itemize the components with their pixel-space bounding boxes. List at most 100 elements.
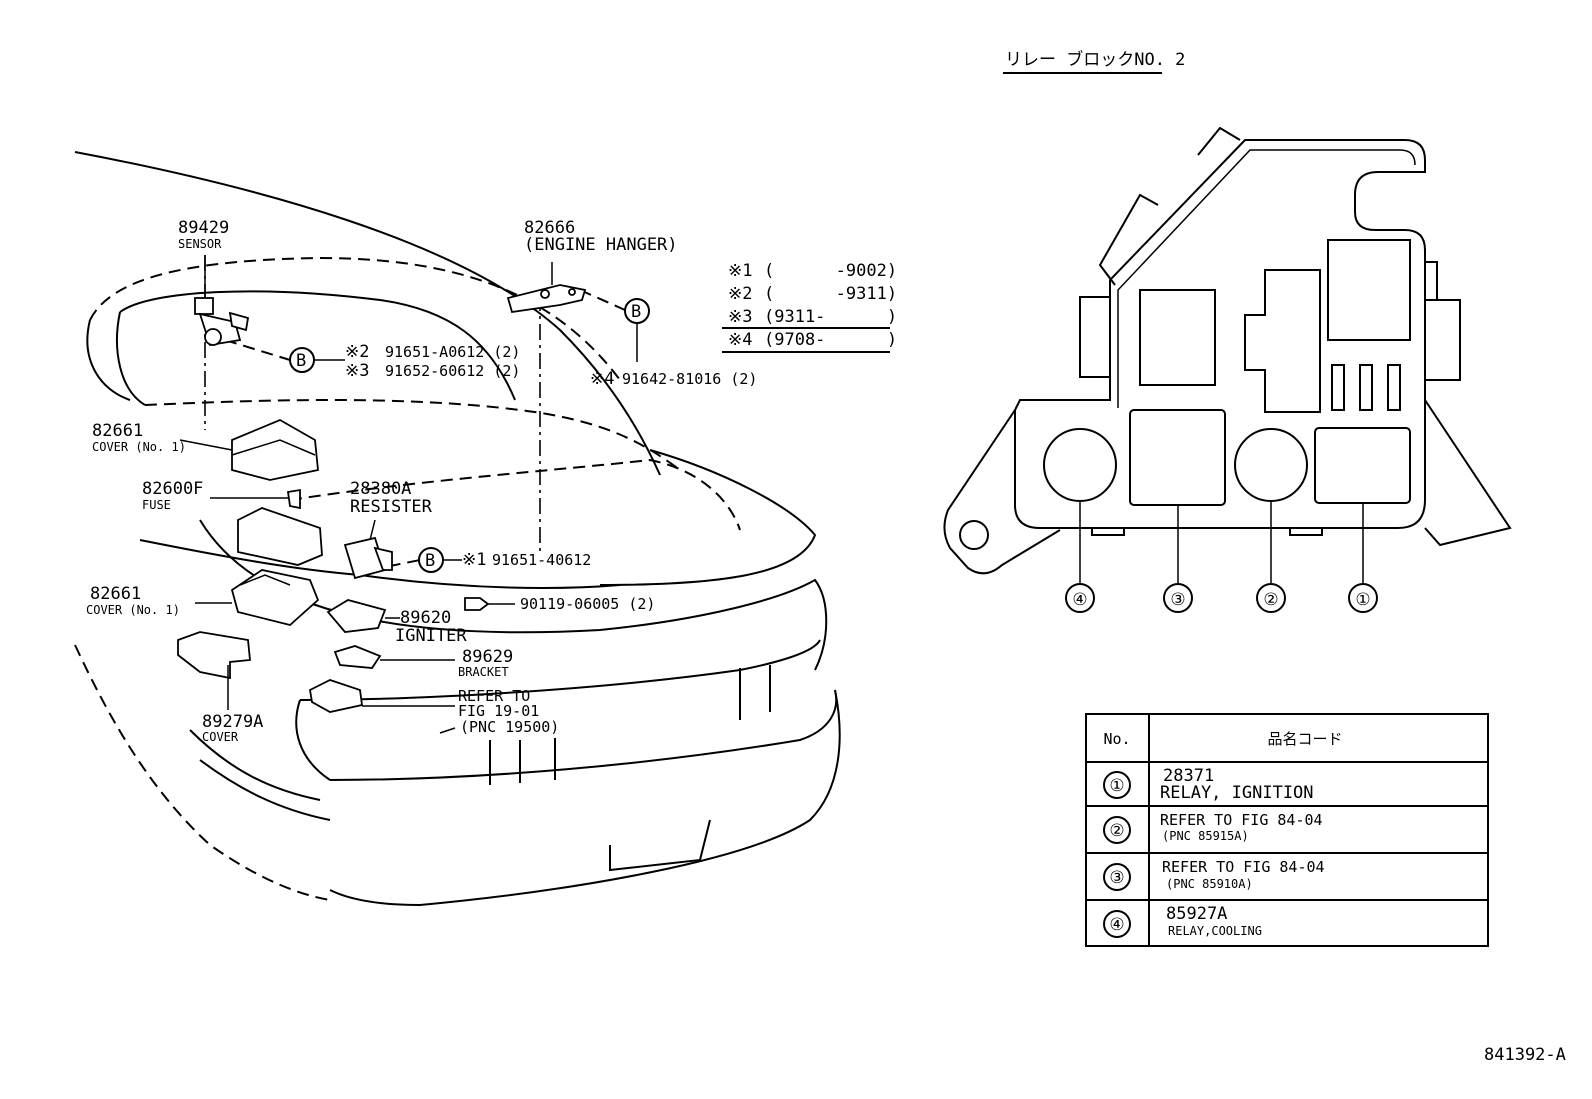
- quarter-panel: [74, 644, 331, 901]
- relay-table-header-name: 品名コード: [1267, 730, 1342, 748]
- engine-hanger-number: 82666: [524, 218, 575, 238]
- relay-socket-3: [1129, 409, 1226, 506]
- relay-block: ④ ③ ② ①: [943, 126, 1512, 613]
- mount-bracket-left: [943, 409, 1061, 575]
- relay-socket-1: [1314, 427, 1411, 504]
- fuse-slot-2: [1359, 364, 1373, 411]
- relay-table-line2-4: RELAY,COOLING: [1168, 924, 1262, 938]
- leader-resister: [369, 519, 376, 541]
- sensor-mount: [194, 297, 214, 315]
- relay-block-title: リレー ブロックNO. 2: [1005, 49, 1185, 70]
- resister-name: RESISTER: [350, 497, 433, 517]
- refer-line-2: FIG 19-01: [458, 702, 539, 720]
- igniter-body: [326, 599, 387, 633]
- applicability-mark-2: ※2: [728, 284, 752, 304]
- relay-table-no-4: ④: [1109, 915, 1124, 935]
- fuse-slot-3: [1387, 364, 1401, 411]
- foot-1: [1091, 527, 1125, 536]
- quarter-crease: [199, 759, 331, 821]
- applicability-range-3: (9311- ): [764, 307, 897, 327]
- relay-table-header-no: No.: [1103, 730, 1130, 748]
- relay-table-line1-1: 28371: [1163, 766, 1214, 786]
- igniter-part: [326, 599, 387, 633]
- cover-upper-part: [231, 418, 319, 481]
- cover-upper-name: COVER (No. 1): [92, 440, 186, 454]
- refer-line-3: (PNC 19500): [460, 718, 559, 736]
- bolt-1-part: 91651-A0612 (2): [385, 343, 520, 361]
- fuse-part: [286, 488, 301, 510]
- engine-hanger-part: [506, 284, 587, 314]
- upper-socket-2: [1244, 269, 1321, 413]
- leader-sensor-b: [224, 339, 291, 361]
- fuse-number: 82600F: [142, 479, 203, 499]
- engine-hanger-hole: [540, 289, 550, 299]
- position-marker-1: [1348, 583, 1378, 613]
- cover-mid-name: COVER (No. 1): [86, 603, 180, 617]
- position-label-3: ③: [1170, 590, 1185, 610]
- trunk-lid-edge: [89, 256, 621, 381]
- callout-b-1-label: B: [296, 351, 306, 371]
- applicability-range-2: ( -9311): [764, 284, 897, 304]
- relay-table-no-circle-1: [1103, 771, 1131, 799]
- applicability-mark-3: ※3: [728, 307, 752, 327]
- mount-bracket-right: [1424, 399, 1512, 547]
- figure-id: 841392-A: [1484, 1045, 1566, 1065]
- sensor-lens: [204, 328, 222, 346]
- fascia-mid: [299, 639, 821, 701]
- bolt-3-mark: ※4: [590, 369, 614, 389]
- relay-table-line2-1: RELAY, IGNITION: [1160, 783, 1314, 803]
- relay-socket-2: [1234, 428, 1308, 502]
- side-tab-left: [1079, 296, 1111, 378]
- fender-edge: [86, 319, 131, 401]
- side-tab-right: [1424, 299, 1461, 381]
- relay-block-inner-edge: [1117, 149, 1416, 408]
- bracket-number: 89629: [462, 647, 513, 667]
- applicability-mark-4: ※4: [728, 330, 752, 350]
- leader-hanger-b: [579, 289, 626, 311]
- cover-mid-number: 82661: [90, 584, 141, 604]
- rear-window-bottom: [144, 399, 681, 471]
- connector-part: [309, 679, 364, 713]
- top-tab-left: [1098, 193, 1159, 286]
- cover-upper-body: [231, 418, 319, 481]
- sensor-name: SENSOR: [178, 237, 222, 251]
- bracket-body: [333, 645, 382, 669]
- engine-hanger-name: (ENGINE HANGER): [524, 235, 678, 255]
- relay-table-line2-3: (PNC 85910A): [1166, 877, 1253, 891]
- position-marker-3: [1163, 583, 1193, 613]
- relay-table-no-circle-4: [1103, 910, 1131, 938]
- quarter-crease-2: [189, 729, 321, 801]
- refer-line-1: REFER TO: [458, 687, 530, 705]
- trunk-opening-top: [289, 458, 741, 531]
- relay-table-frame: [1085, 713, 1489, 947]
- rear-window-top: [119, 290, 516, 401]
- mount-hole: [959, 520, 989, 550]
- resister-number: 28380A: [350, 479, 411, 499]
- bolt-4-part: 91651-40612: [492, 551, 591, 569]
- bolt-1-mark: ※2: [345, 342, 369, 362]
- bolt-5-part: 90119-06005 (2): [520, 595, 655, 613]
- fuse-name: FUSE: [142, 498, 171, 512]
- sensor-part: [194, 297, 250, 347]
- side-tab-right-small: [1424, 261, 1438, 301]
- resister-part: [343, 536, 393, 580]
- bolt-4-mark: ※1: [462, 550, 486, 570]
- bracket-part: [333, 645, 382, 669]
- cover-mid-body: [230, 569, 320, 626]
- roof-line: [74, 151, 661, 476]
- igniter-name: IGNITER: [395, 626, 467, 646]
- position-label-4: ④: [1072, 590, 1087, 610]
- callout-b-2-label: B: [631, 302, 641, 322]
- fuse-slot-1: [1331, 364, 1345, 411]
- position-marker-2: [1256, 583, 1286, 613]
- cover-mid-detail: [239, 574, 291, 586]
- bolt-callouts: B ※2 91651-A0612 (2) ※3 91652-60612 (2) …: [289, 298, 757, 613]
- sensor-number: 89429: [178, 218, 229, 238]
- cover-bottom-body: [177, 631, 251, 680]
- igniter-number: 89620: [400, 608, 451, 628]
- bumper-bottom: [329, 689, 841, 907]
- sensor-bracket: [228, 311, 250, 332]
- cover-bottom-name: COVER: [202, 730, 239, 744]
- leader-cover-upper: [179, 439, 233, 451]
